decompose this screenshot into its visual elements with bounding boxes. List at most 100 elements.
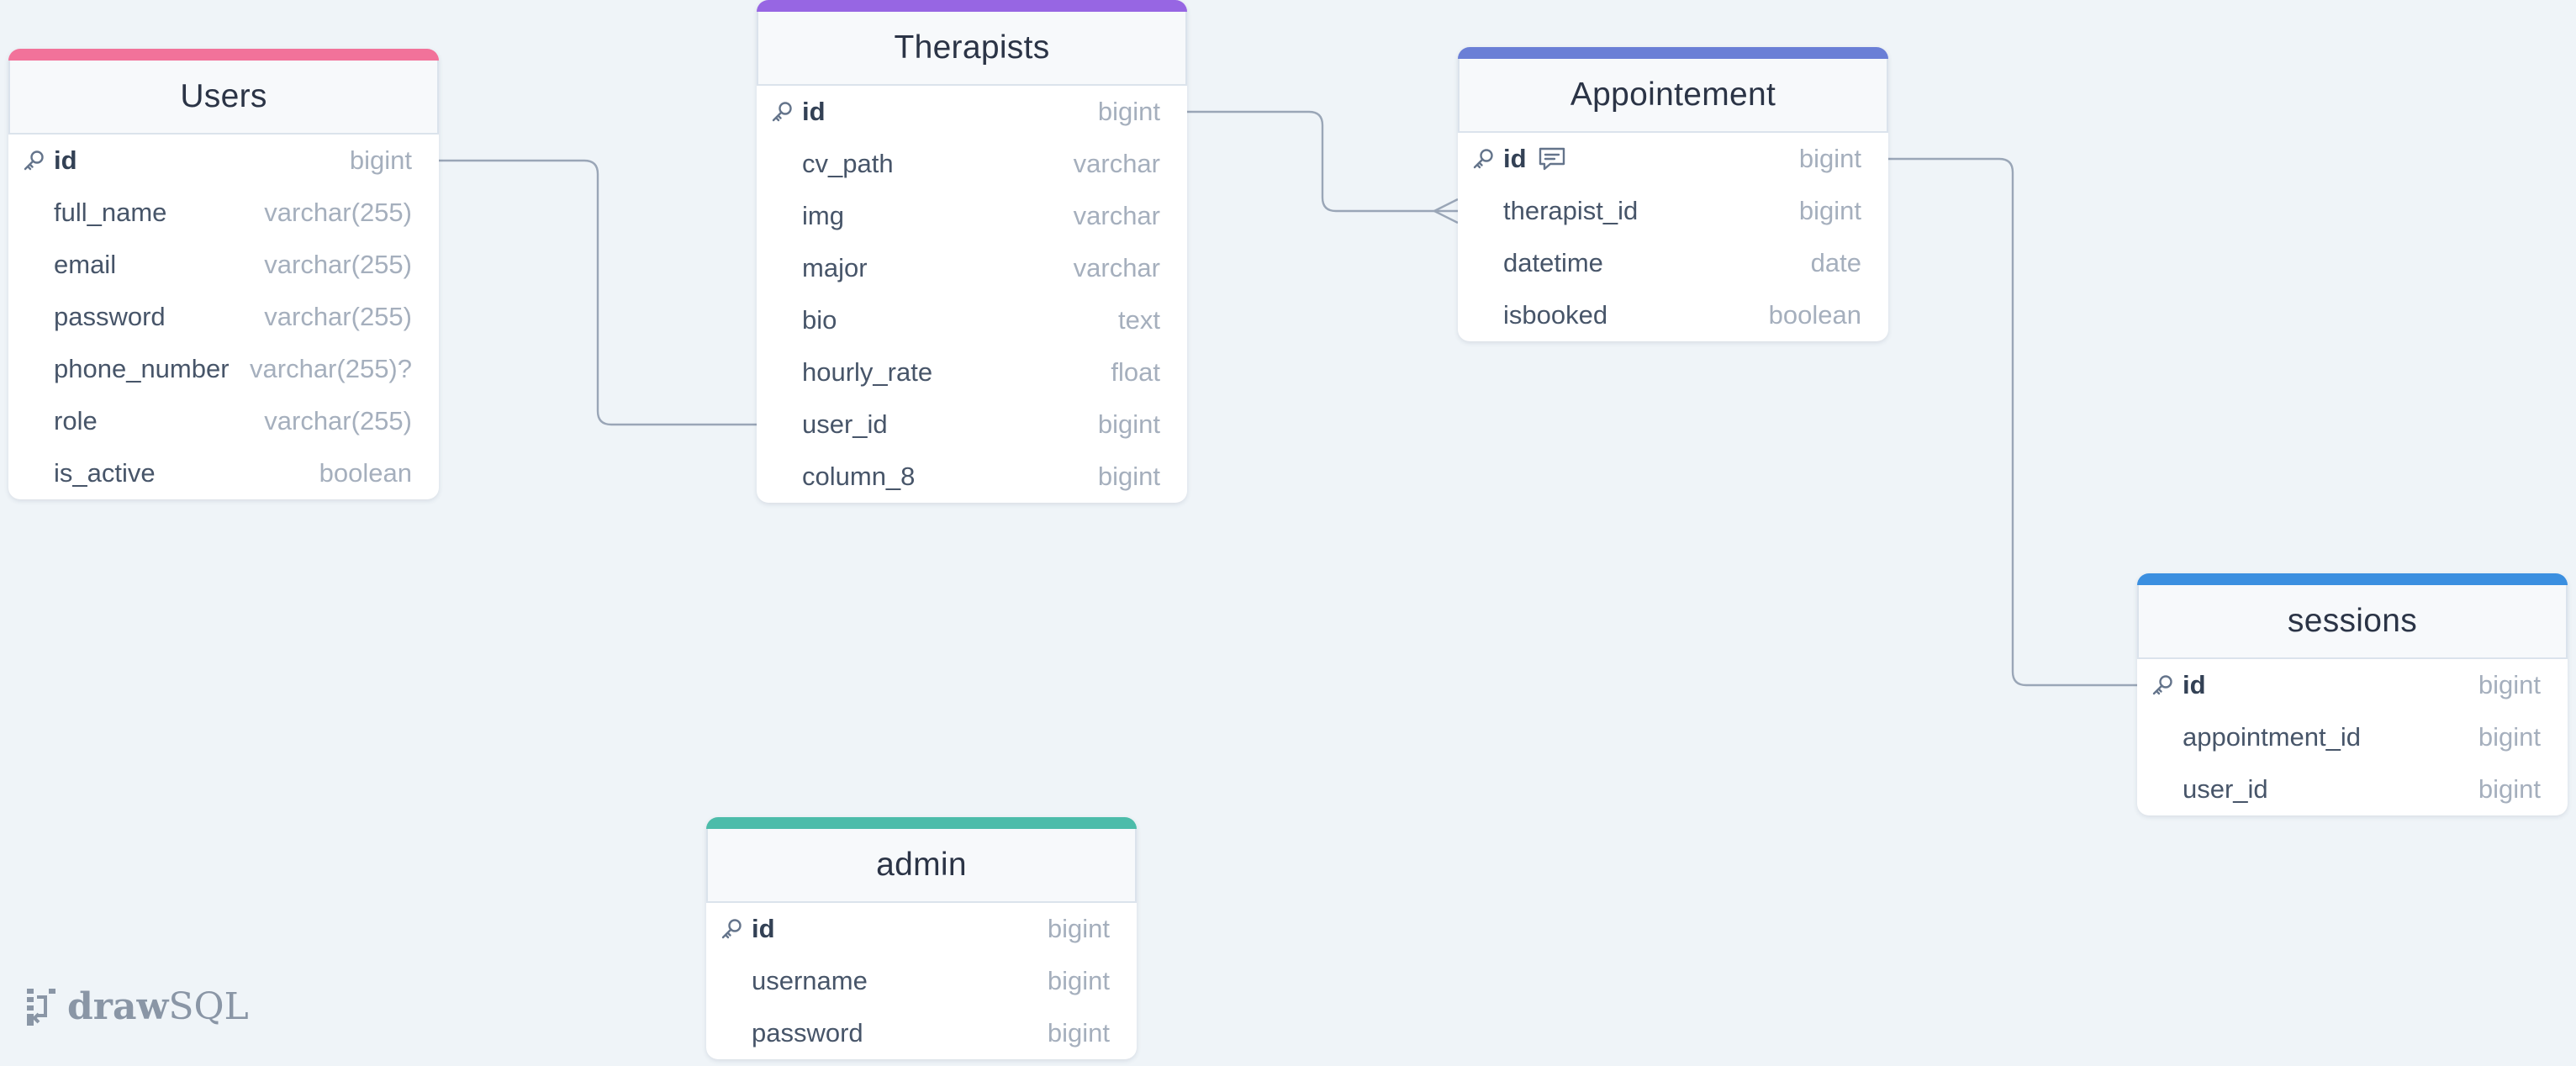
comment-icon[interactable] <box>1537 145 1567 172</box>
column-icon-slot <box>2151 773 2183 805</box>
table-title: sessions <box>2287 603 2418 639</box>
table-accent-bar <box>2137 573 2568 585</box>
table-title: Appointement <box>1570 77 1776 113</box>
column-icon-slot <box>2151 721 2183 753</box>
column-icon-slot <box>22 249 54 281</box>
column-name: id <box>752 914 775 943</box>
table-accent-bar <box>757 0 1187 12</box>
table-accent-bar <box>8 49 439 61</box>
column-icon-slot <box>1471 195 1503 227</box>
column-name: email <box>54 250 117 279</box>
relation-line[interactable] <box>439 159 757 426</box>
column-row[interactable]: id bigint <box>2137 659 2568 711</box>
table-accent-bar <box>1458 47 1888 59</box>
column-name: user_id <box>802 409 888 439</box>
column-name: phone_number <box>54 354 230 383</box>
column-type: bigint <box>349 145 412 175</box>
table-header[interactable]: Appointement <box>1458 59 1888 133</box>
column-type: bigint <box>1097 409 1160 439</box>
table-header[interactable]: Therapists <box>757 12 1187 86</box>
column-type: varchar(255) <box>264 406 412 435</box>
column-type: bigint <box>2478 774 2541 804</box>
relation-line[interactable] <box>1888 157 2137 687</box>
column-row[interactable]: cv_path varchar <box>757 138 1187 190</box>
column-type: bigint <box>1047 966 1110 995</box>
column-row[interactable]: id bigint <box>8 135 439 187</box>
column-row[interactable]: phone_number varchar(255)? <box>8 343 439 395</box>
column-name: isbooked <box>1503 300 1608 330</box>
column-row[interactable]: password bigint <box>706 1007 1137 1059</box>
column-type: bigint <box>1798 144 1861 173</box>
column-type: bigint <box>1047 1018 1110 1048</box>
column-name: cv_path <box>802 149 894 178</box>
column-name: therapist_id <box>1503 196 1639 225</box>
relation-line[interactable] <box>1187 110 1458 213</box>
column-row[interactable]: img varchar <box>757 190 1187 242</box>
column-row[interactable]: id bigint <box>1458 133 1888 185</box>
brand-name-draw: draw <box>67 984 169 1028</box>
column-type: bigint <box>1097 97 1160 126</box>
column-name: column_8 <box>802 462 916 491</box>
column-icon-slot <box>22 301 54 333</box>
column-name: appointment_id <box>2183 722 2361 752</box>
table-title: admin <box>876 847 967 883</box>
column-name: hourly_rate <box>802 357 933 387</box>
primary-key-icon <box>22 145 54 177</box>
column-icon-slot <box>770 304 802 336</box>
crows-foot-many-marker <box>1433 198 1459 224</box>
column-icon-slot <box>22 457 54 489</box>
column-name: img <box>802 201 844 230</box>
column-type: varchar(255)? <box>250 354 412 383</box>
column-name: id <box>1503 144 1527 173</box>
column-name: datetime <box>1503 248 1603 277</box>
column-type: text <box>1118 305 1160 335</box>
column-row[interactable]: role varchar(255) <box>8 395 439 447</box>
column-type: varchar <box>1073 149 1160 178</box>
table-header[interactable]: admin <box>706 829 1137 903</box>
column-icon-slot <box>1471 247 1503 279</box>
column-type: varchar <box>1073 201 1160 230</box>
brand-name-sql: SQL <box>168 984 249 1028</box>
column-type: bigint <box>2478 670 2541 699</box>
column-row[interactable]: user_id bigint <box>757 398 1187 451</box>
column-icon-slot <box>720 1017 752 1049</box>
column-name: password <box>54 302 166 331</box>
column-row[interactable]: appointment_id bigint <box>2137 711 2568 763</box>
table-title: Users <box>180 78 267 114</box>
table-title: Therapists <box>894 29 1050 66</box>
column-icon-slot <box>770 148 802 180</box>
column-name: password <box>752 1018 863 1048</box>
primary-key-icon <box>770 96 802 128</box>
column-name: id <box>54 145 77 175</box>
column-name: role <box>54 406 98 435</box>
column-type: varchar(255) <box>264 198 412 227</box>
column-type: varchar(255) <box>264 302 412 331</box>
table-header[interactable]: sessions <box>2137 585 2568 659</box>
brand-logo: draw SQL <box>25 984 249 1029</box>
column-name: id <box>2183 670 2206 699</box>
table-header[interactable]: Users <box>8 61 439 135</box>
column-type: bigint <box>2478 722 2541 752</box>
column-row[interactable]: password varchar(255) <box>8 291 439 343</box>
